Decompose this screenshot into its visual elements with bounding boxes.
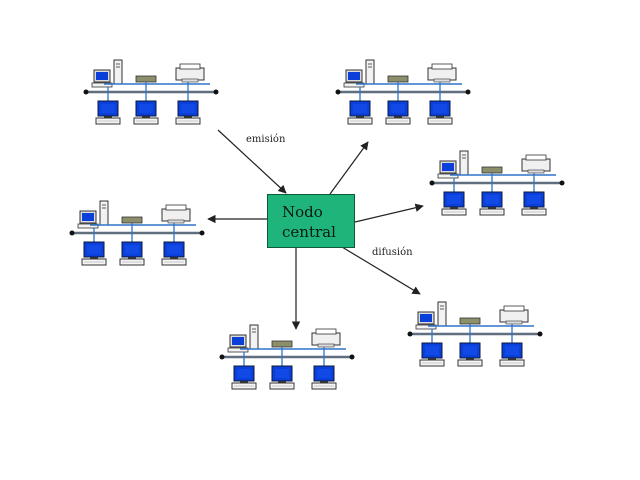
central-node: Nodo central (267, 194, 355, 248)
broadcast-label: difusión (372, 247, 413, 258)
network-right (430, 151, 565, 215)
arrow-to-top-right (329, 141, 369, 195)
arrow-emission-in (217, 129, 287, 194)
network-top-right (336, 60, 471, 124)
arrow-to-right (354, 203, 424, 223)
network-bottom-right (408, 302, 543, 366)
central-node-line2: central (282, 223, 336, 241)
network-bottom (220, 325, 355, 389)
central-node-line1: Nodo (282, 203, 323, 221)
emission-label: emisión (246, 134, 286, 145)
network-left (70, 201, 205, 265)
network-top-left (84, 60, 219, 124)
arrow-to-bottom-right (341, 246, 421, 295)
